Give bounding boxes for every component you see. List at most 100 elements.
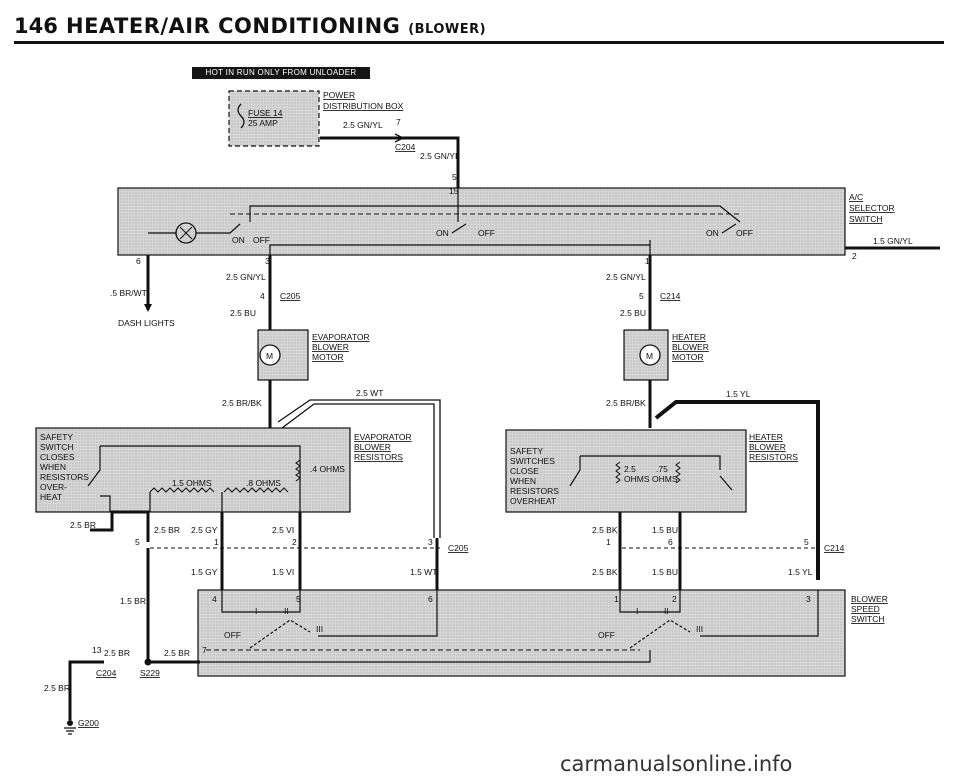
- evap-motor-symbol: M: [266, 351, 273, 361]
- pin-6-c214: 6: [668, 537, 673, 547]
- speed-switch-label-1: BLOWER: [851, 594, 888, 604]
- heater-motor-label-2: BLOWER: [672, 342, 709, 352]
- wire-label-br-15: 1.5 BR: [120, 596, 146, 606]
- fuse-rating: 25 AMP: [248, 118, 278, 128]
- wire-label-evap-br-a: 2.5 BR: [70, 520, 96, 530]
- speed-switch-label-2: SPEED: [851, 604, 880, 614]
- page-number: 146: [14, 14, 58, 38]
- pin-1-speed: 1: [614, 594, 619, 604]
- resistor-0-4-ohm: [295, 459, 301, 482]
- title-subtitle: (BLOWER): [408, 22, 487, 37]
- switch-on-label-1: ON: [232, 235, 245, 245]
- ground-icon: [64, 727, 76, 735]
- speed-switch-label-3: SWITCH: [851, 614, 885, 624]
- resistor-0-8-ohm: [223, 487, 289, 493]
- heat-ohm-b2: OHMS: [652, 474, 678, 484]
- speed-2-label-b: II: [664, 606, 669, 616]
- evap-motor-label-3: MOTOR: [312, 352, 343, 362]
- heat-res-label-1: HEATER: [749, 432, 783, 442]
- speed-off-label-b: OFF: [598, 630, 615, 640]
- wire-label-evap-vi-15: 1.5 VI: [272, 567, 294, 577]
- page-header: 146 HEATER/AIR CONDITIONING (BLOWER): [14, 14, 944, 46]
- evap-res-label-2: BLOWER: [354, 442, 391, 452]
- pin-6-speed: 6: [428, 594, 433, 604]
- evap-res-label-3: RESISTORS: [354, 452, 403, 462]
- ac-selector-switch: 15 ON OFF ON OFF ON OFF A/C SELECTOR SWI…: [117, 186, 940, 261]
- wire-label-ground: 2.5 BR: [44, 683, 70, 693]
- speed-3-label-b: III: [696, 624, 703, 634]
- resistor-2-5-ohm: [615, 461, 621, 484]
- wire-label-br-25-b: 2.5 BR: [164, 648, 190, 658]
- splice-s229: S229: [140, 668, 160, 678]
- hot-in-run-banner: HOT IN RUN ONLY FROM UNLOADER RELAY: [192, 67, 370, 89]
- wire-label-br-25-a: 2.5 BR: [104, 648, 130, 658]
- blower-speed-switch: 4 5 6 1 2 3 I II III OFF I II III OFF 7 …: [197, 589, 888, 677]
- heat-safety-5: RESISTORS: [510, 486, 559, 496]
- wire-label-heat-brbk: 2.5 BR/BK: [606, 398, 646, 408]
- evap-ohm-c: .4 OHMS: [310, 464, 345, 474]
- wire-label-heat-bu-15: 1.5 BU: [652, 525, 678, 535]
- pin-3-speed: 3: [806, 594, 811, 604]
- heat-safety-1: SAFETY: [510, 446, 543, 456]
- pin-5-speed: 5: [296, 594, 301, 604]
- pin-3-c205: 3: [428, 537, 433, 547]
- ac-switch-label-1: A/C: [849, 192, 863, 202]
- pin-7-top: 7: [396, 117, 401, 127]
- evaporator-blower-resistors: SAFETY SWITCH CLOSES WHEN RESISTORS OVER…: [35, 427, 412, 513]
- evap-motor-label-1: EVAPORATOR: [312, 332, 370, 342]
- pin-13: 13: [92, 645, 102, 655]
- pin-5-c214: 5: [639, 291, 644, 301]
- heater-motor-label-1: HEATER: [672, 332, 706, 342]
- heat-safety-2: SWITCHES: [510, 456, 555, 466]
- wire-label-dash: .5 BR/WT: [110, 288, 147, 298]
- pin-3-switch: 3: [265, 256, 270, 266]
- connector-c205-top: C205: [280, 291, 301, 301]
- pin-2-c205: 2: [292, 537, 297, 547]
- wire-label-heat-yl-15: 1.5 YL: [788, 567, 813, 577]
- pin-2-speed: 2: [672, 594, 677, 604]
- switch-on-label-3: ON: [706, 228, 719, 238]
- pin-4-speed: 4: [212, 594, 217, 604]
- page-title: HEATER/AIR CONDITIONING (BLOWER): [66, 14, 486, 38]
- speed-1-label-b: I: [636, 606, 638, 616]
- evaporator-blower-motor: M EVAPORATOR BLOWER MOTOR 2.5 BR/BK 2.5 …: [222, 329, 441, 538]
- fuse-symbol: [237, 103, 245, 129]
- heater-motor-symbol: M: [646, 351, 653, 361]
- wire-label-evap-gy: 2.5 GY: [191, 525, 218, 535]
- wire-label-evap-brbk: 2.5 BR/BK: [222, 398, 262, 408]
- heater-blower-motor: M HEATER BLOWER MOTOR 2.5 BR/BK 1.5 YL: [606, 329, 820, 580]
- wire-label-heat-bk: 2.5 BK: [592, 525, 618, 535]
- heat-safety-6: OVERHEAT: [510, 496, 556, 506]
- evap-safety-6: OVER-: [40, 482, 67, 492]
- heat-ohm-a2: OHMS: [624, 474, 650, 484]
- switch-off-label-1: OFF: [253, 235, 270, 245]
- dash-lights-branch: 6 .5 BR/WT DASH LIGHTS: [110, 255, 175, 328]
- evap-ohm-b: .8 OHMS: [246, 478, 281, 488]
- wire-label-out-right: 1.5 GN/YL: [873, 236, 913, 246]
- wire-label-evap-br-b: 2.5 BR: [154, 525, 180, 535]
- pin-7-speed: 7: [202, 645, 207, 655]
- evap-safety-3: CLOSES: [40, 452, 75, 462]
- wire-label-evap-wt: 2.5 WT: [356, 388, 383, 398]
- ac-switch-label-3: SWITCH: [849, 214, 883, 224]
- switch-off-label-3: OFF: [736, 228, 753, 238]
- connector-c204-bottom: C204: [96, 668, 117, 678]
- wire-label-evap-gy-15: 1.5 GY: [191, 567, 218, 577]
- dash-lights-label: DASH LIGHTS: [118, 318, 175, 328]
- wire-label-heat-yl: 1.5 YL: [726, 389, 751, 399]
- ground-g200: G200: [78, 718, 99, 728]
- wire-label-heat-bk-15: 2.5 BK: [592, 567, 618, 577]
- evap-safety-7: HEAT: [40, 492, 62, 502]
- wire-label-evap-bu: 2.5 BU: [230, 308, 256, 318]
- header-rule: [14, 41, 944, 44]
- speed-1-label-a: I: [255, 606, 257, 616]
- heater-feed: 1 2.5 GN/YL 5 C214 2.5 BU: [606, 255, 681, 330]
- pdb-label-2: DISTRIBUTION BOX: [323, 101, 404, 111]
- heat-ohm-b1: .75: [656, 464, 668, 474]
- resistor-0-75-ohm: [675, 461, 681, 484]
- power-distribution-box: FUSE 14 25 AMP POWER DISTRIBUTION BOX 2.…: [228, 90, 404, 147]
- ac-switch-label-2: SELECTOR: [849, 203, 895, 213]
- evap-safety-4: WHEN: [40, 462, 66, 472]
